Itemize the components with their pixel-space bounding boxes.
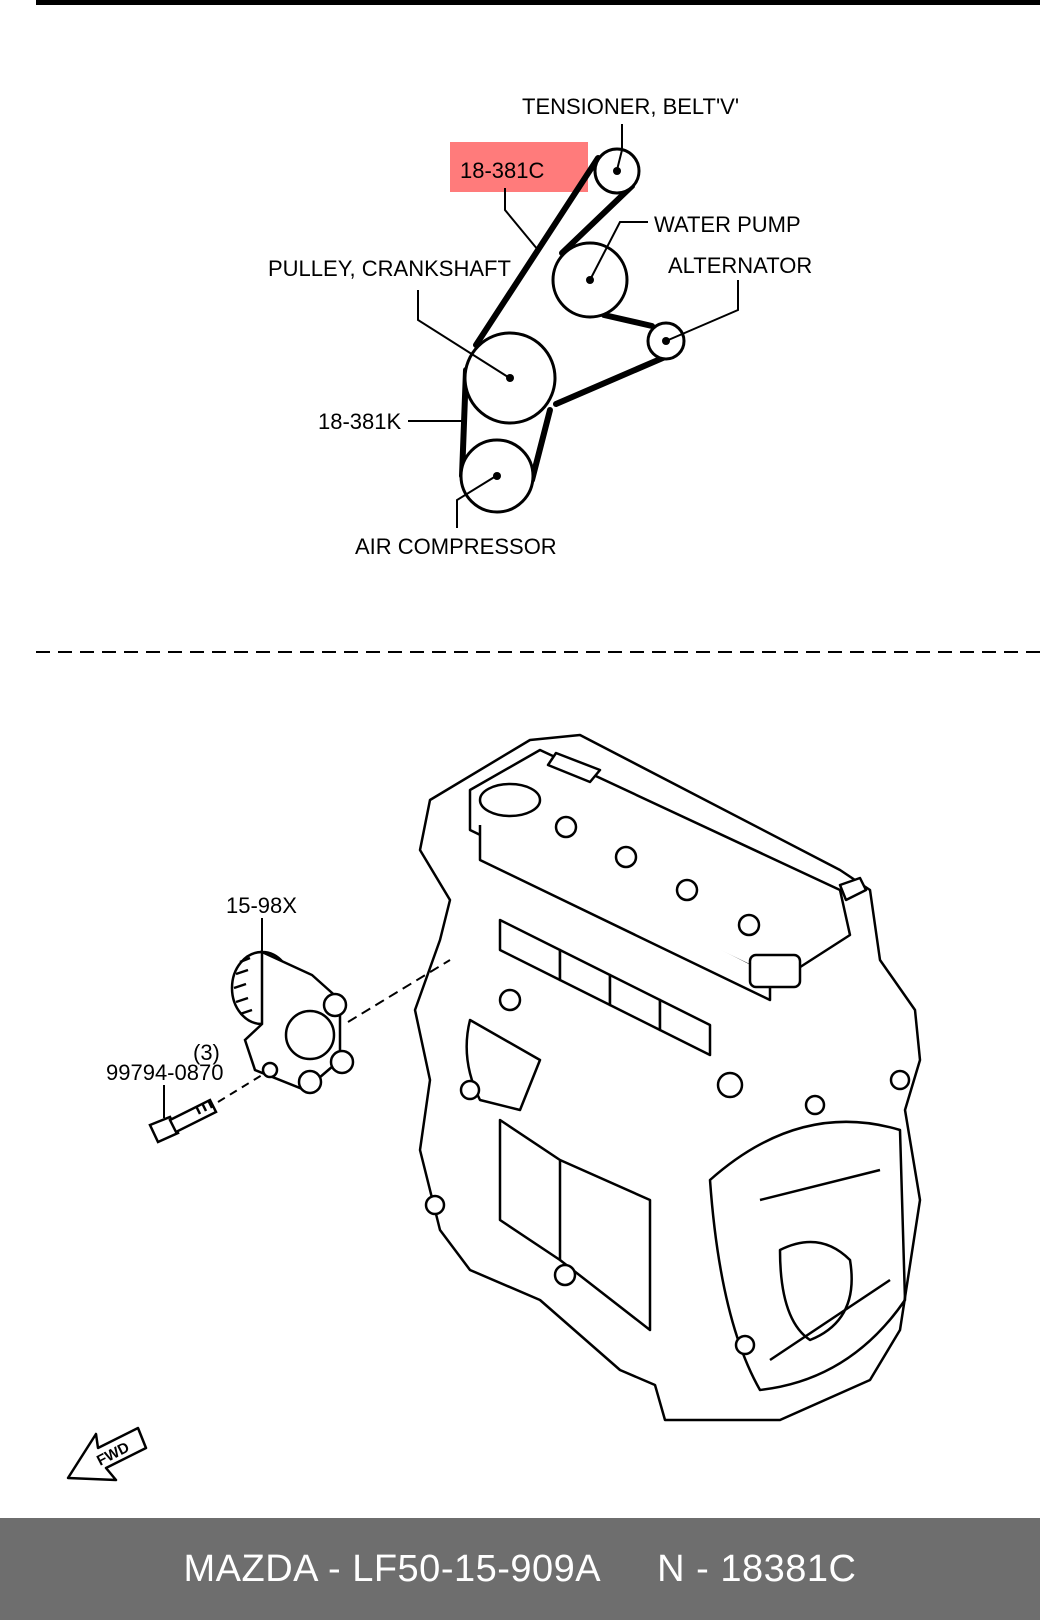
label-water-pump: WATER PUMP xyxy=(654,212,801,237)
footer-part-number: MAZDA - LF50-15-909A xyxy=(183,1547,602,1590)
belt-18-381C xyxy=(473,155,675,407)
engine-illustration xyxy=(413,733,922,1422)
parts-diagram: TENSIONER, BELT'V' 18-381C WATER PUMP AL… xyxy=(36,94,1040,1482)
part-highlight-box xyxy=(450,142,588,192)
leader-lines xyxy=(408,124,739,528)
label-part-18-381C: 18-381C xyxy=(460,158,545,183)
belt-tensioner-assembly xyxy=(230,950,355,1095)
footer-cross-reference: N - 18381C xyxy=(657,1547,857,1590)
label-belt-18-381K: 18-381K xyxy=(318,409,402,434)
label-bolt-qty: (3) xyxy=(193,1040,220,1065)
bolt-mount-line xyxy=(217,1074,263,1103)
tensioner-mount-line xyxy=(347,959,451,1023)
label-alternator: ALTERNATOR xyxy=(668,253,812,278)
belt-routing-schematic: TENSIONER, BELT'V' 18-381C WATER PUMP AL… xyxy=(268,94,812,559)
label-tensioner-part: 15-98X xyxy=(226,893,297,918)
label-tensioner: TENSIONER, BELT'V' xyxy=(522,94,739,119)
top-border xyxy=(36,0,1040,5)
label-bolt-part: 99794-0870 xyxy=(106,1060,223,1085)
fwd-arrow-icon: FWD xyxy=(66,1426,148,1482)
label-crankshaft: PULLEY, CRANKSHAFT xyxy=(268,256,511,281)
bolt-99794-0870 xyxy=(148,1098,218,1144)
footer-bar: MAZDA - LF50-15-909A N - 18381C xyxy=(0,1518,1040,1620)
label-air-compressor: AIR COMPRESSOR xyxy=(355,534,557,559)
